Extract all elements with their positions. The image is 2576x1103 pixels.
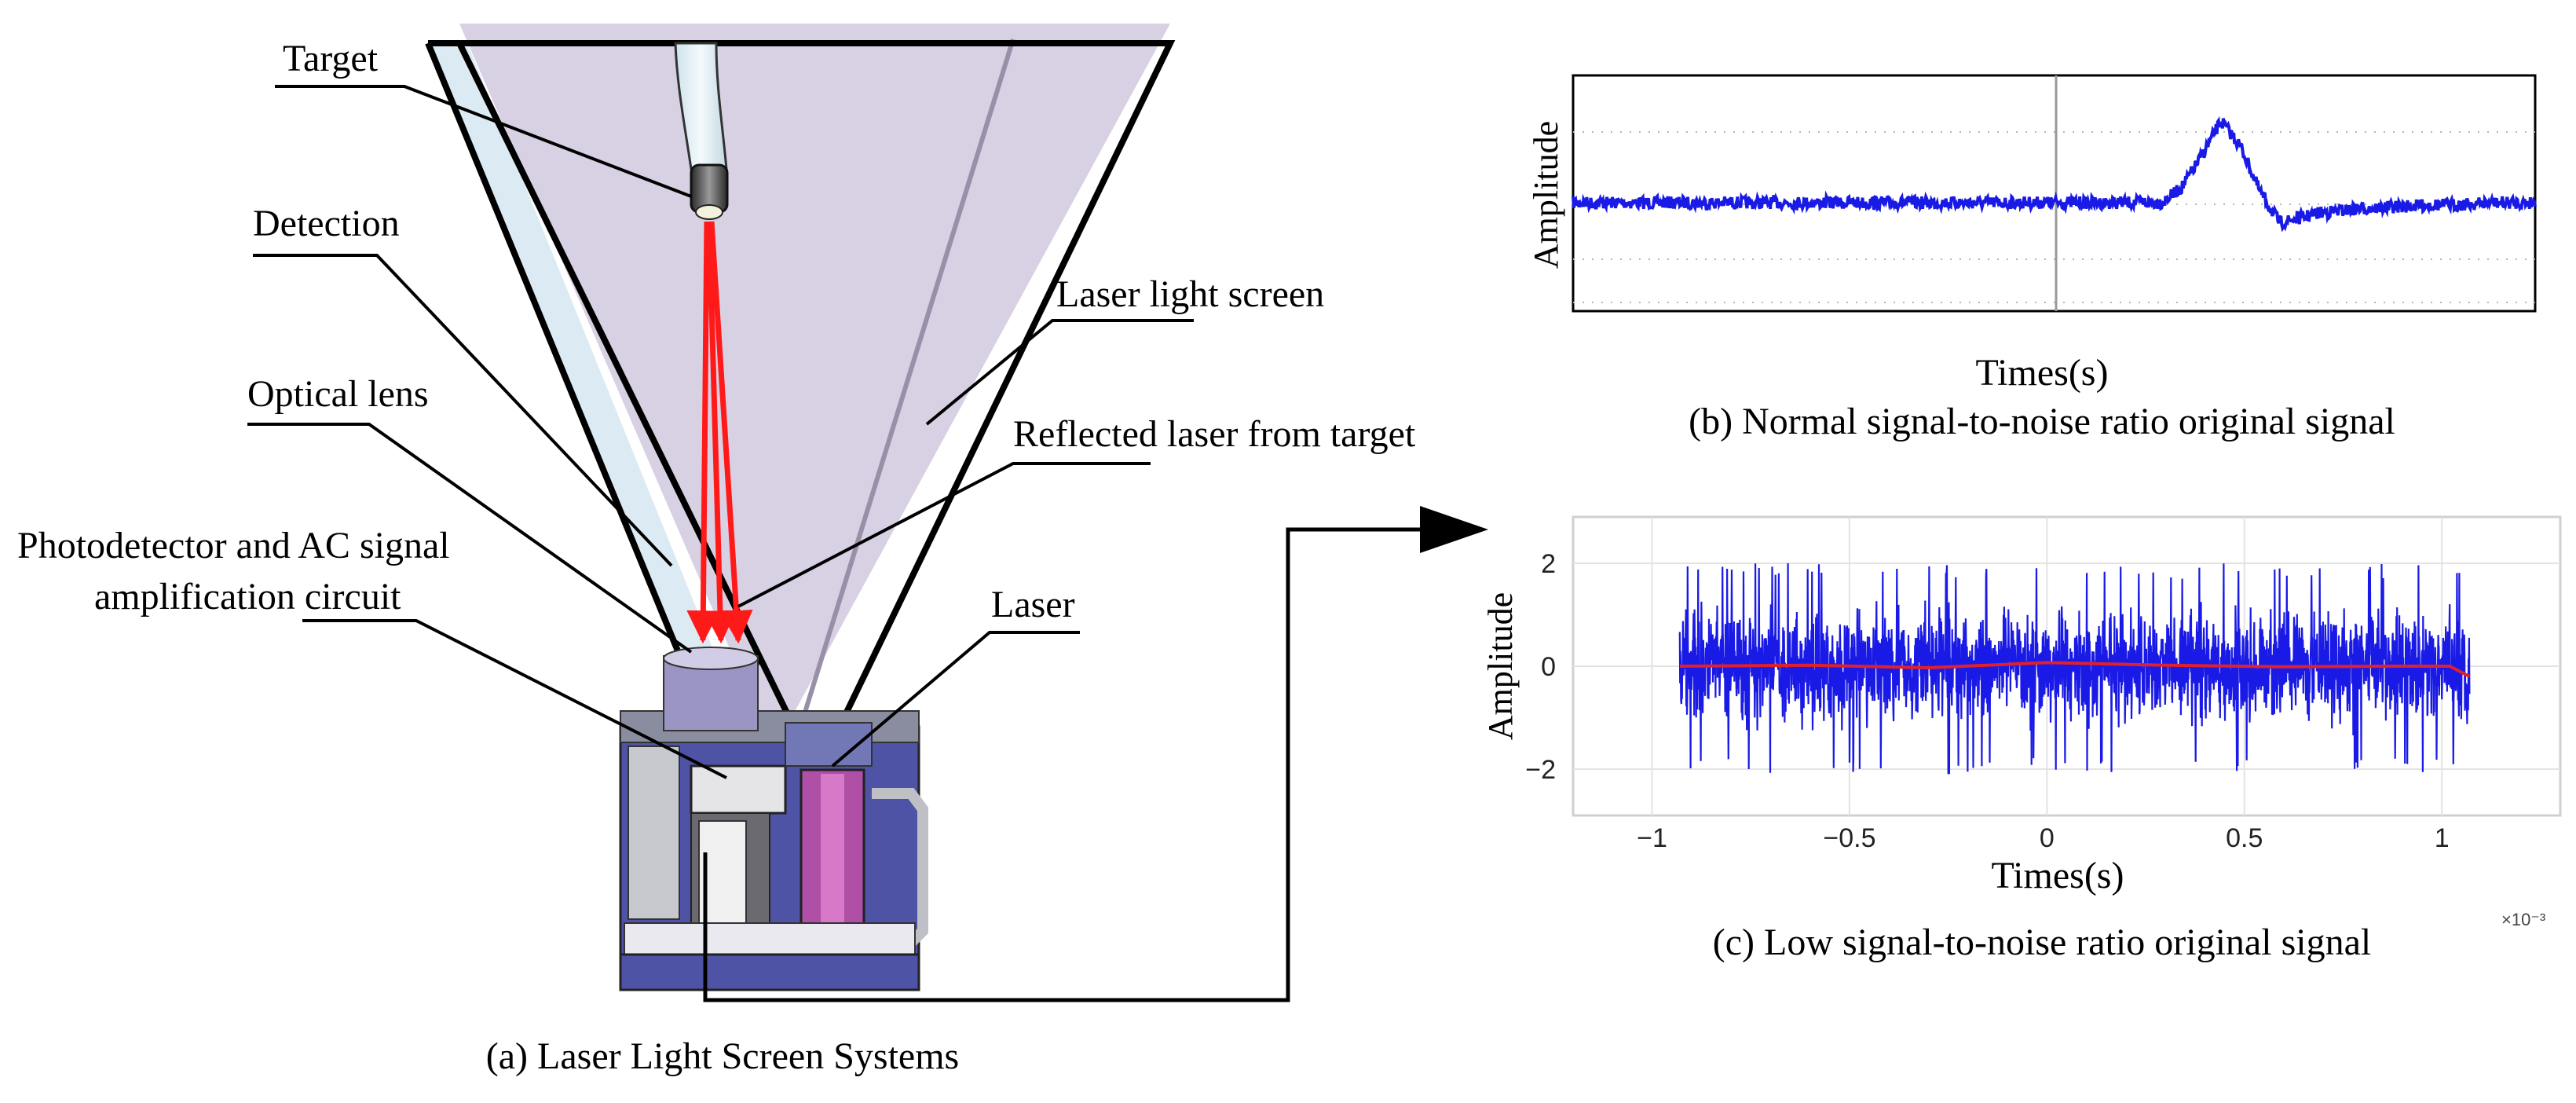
chart-c-mean-line bbox=[1679, 661, 2471, 678]
label-photodetector-line1: Photodetector and AC signal bbox=[17, 525, 450, 566]
chart-b-xlabel: Times(s) bbox=[1976, 352, 2109, 394]
chart-b-frame bbox=[1572, 74, 2537, 313]
panel-c-low-snr-chart: −1 −0.5 0 0.5 1 2 0 −2 Amplitude Times(s) ×10⁻³… bbox=[1481, 515, 2562, 963]
chart-c-ticks: −1 −0.5 0 0.5 1 2 0 −2 bbox=[1525, 549, 2449, 853]
chart-c-noise-signal bbox=[1678, 562, 2471, 775]
label-photodetector-line2: amplification circuit bbox=[94, 576, 401, 617]
label-laser-light-screen: Laser light screen bbox=[1056, 273, 1324, 315]
caption-c: (c) Low signal-to-noise ratio original s… bbox=[1713, 922, 2371, 963]
chart-c-xtick-label: −1 bbox=[1637, 823, 1667, 853]
chart-c-exponent: ×10⁻³ bbox=[2501, 910, 2545, 929]
chart-b-ylabel: Amplitude bbox=[1527, 121, 1565, 269]
laser-light-screen-plane bbox=[459, 24, 1170, 750]
chart-c-ylabel: Amplitude bbox=[1481, 592, 1520, 740]
chart-b-signal-line bbox=[1572, 116, 2537, 233]
caption-a: (a) Laser Light Screen Systems bbox=[486, 1035, 959, 1077]
sensor-housing bbox=[619, 647, 928, 991]
label-optical-lens: Optical lens bbox=[247, 373, 429, 415]
label-detection: Detection bbox=[253, 203, 400, 244]
chart-c-xlabel: Times(s) bbox=[1992, 855, 2124, 896]
panel-b-normal-snr-chart: Amplitude Times(s) (b) Normal signal-to-… bbox=[1527, 74, 2537, 442]
chart-c-xtick-label: 1 bbox=[2435, 823, 2450, 853]
chart-c-ytick-label: −2 bbox=[1525, 755, 1556, 785]
detection-field bbox=[428, 43, 754, 750]
label-target: Target bbox=[283, 38, 379, 79]
chart-c-ytick-label: 2 bbox=[1541, 549, 1556, 579]
label-reflected-laser: Reflected laser from target bbox=[1013, 413, 1416, 455]
screen-edge-line bbox=[791, 38, 1015, 751]
caption-b: (b) Normal signal-to-noise ratio origina… bbox=[1689, 401, 2395, 442]
panel-a-system-diagram: Target Detection Laser light screen Opti… bbox=[17, 24, 1488, 1077]
label-laser: Laser bbox=[991, 584, 1075, 625]
signal-connector-arrowhead bbox=[1420, 506, 1488, 553]
chart-c-ytick-label: 0 bbox=[1541, 652, 1556, 682]
screen-outline bbox=[428, 40, 1176, 782]
chart-c-xtick-label: 0 bbox=[2040, 823, 2055, 853]
reflected-laser-beams bbox=[686, 221, 753, 644]
chart-c-xtick-label: −0.5 bbox=[1823, 823, 1875, 853]
photodetector-board bbox=[690, 764, 787, 815]
signal-connector-line bbox=[703, 527, 1422, 1002]
chart-c-xtick-label: 0.5 bbox=[2226, 823, 2263, 853]
